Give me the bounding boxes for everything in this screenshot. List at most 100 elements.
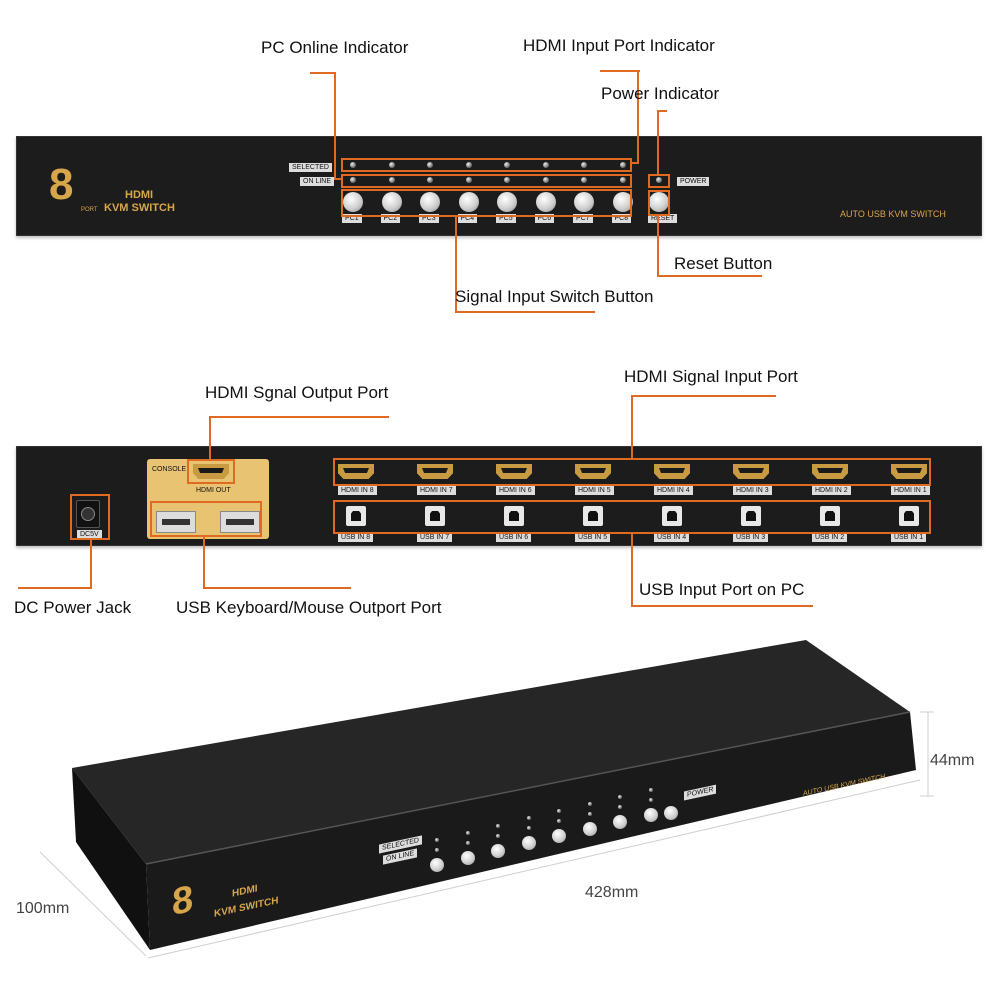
online-led [619, 177, 626, 183]
hdmi-input-port [654, 464, 690, 479]
front3d-led [496, 823, 500, 828]
pc-switch-button[interactable] [420, 192, 440, 212]
pc-button-label: PC8 [611, 214, 632, 223]
label-pc-online: PC Online Indicator [261, 38, 409, 57]
usb-kbm-box [150, 501, 262, 537]
label-hdmi-input-indicator: HDMI Input Port Indicator [523, 36, 715, 55]
label-hdmi-output: HDMI Sgnal Output Port [205, 383, 389, 402]
online-led [504, 177, 510, 183]
pc-switch-button[interactable] [612, 192, 633, 212]
power-line-h [657, 110, 667, 112]
power-label: POWER [677, 177, 710, 186]
online-led [581, 177, 587, 183]
hdmi-input-label: HDMI IN 5 [575, 486, 614, 495]
front3d-pc-button [491, 843, 505, 858]
online-led [388, 177, 395, 183]
online-led [542, 177, 549, 183]
front3d-led [465, 830, 470, 835]
hdmi-input-port [338, 464, 374, 479]
pc-button-label: PC6 [534, 214, 555, 223]
usb-input-label: USB IN 5 [575, 533, 611, 542]
hdmi-input-label: HDMI IN 2 [812, 486, 851, 495]
usb-input-label: USB IN 6 [496, 533, 532, 542]
logo-kvm: KVM SWITCH [104, 202, 175, 214]
front3d-led [648, 797, 653, 802]
pc-switch-button[interactable] [535, 192, 556, 212]
front3d-led [526, 816, 531, 821]
usb-in-box [333, 500, 931, 534]
hdmi-input-label: HDMI IN 7 [417, 486, 456, 495]
dc-line-v [90, 540, 92, 588]
dc-jack [76, 500, 100, 528]
logo-hdmi: HDMI [125, 189, 154, 201]
usb-input-label: USB IN 8 [338, 533, 374, 542]
usb-input-label: USB IN 2 [812, 533, 848, 542]
hdmi-input-port [417, 464, 453, 479]
front3d-led [496, 833, 500, 838]
front3d-pc-button [552, 829, 566, 844]
pc-switch-button[interactable] [458, 192, 479, 212]
reset-line-h [657, 275, 762, 277]
hdmi-input-port [733, 464, 769, 479]
front3d-pc-button [430, 858, 444, 872]
label-usb-pc: USB Input Port on PC [639, 580, 805, 599]
label-power-indicator: Power Indicator [601, 84, 720, 103]
front3d-logo-number: 8 [172, 877, 194, 925]
hdmi-out-label: HDMI OUT [196, 487, 231, 494]
hdmi-indicator-line-h2 [630, 162, 639, 164]
power-led-box [648, 174, 670, 188]
label-reset-button: Reset Button [674, 254, 773, 273]
label-dc-jack: DC Power Jack [14, 598, 132, 617]
hdmi-in-box [333, 458, 931, 486]
selected-led [542, 162, 549, 168]
hdmi-input-port [812, 464, 848, 479]
selected-led-box [341, 158, 632, 172]
selected-led [581, 162, 587, 168]
online-led [350, 177, 356, 183]
dc-label: DC5V [77, 530, 102, 539]
selected-led [388, 162, 395, 168]
front3d-logo: 8 [172, 878, 193, 925]
reset-label: RESET [648, 214, 678, 223]
chassis-front [146, 712, 916, 950]
chassis-top [72, 640, 910, 864]
label-signal-switch: Signal Input Switch Button [455, 287, 654, 306]
dc-jack-box [70, 494, 110, 540]
reset-line-v [657, 216, 659, 276]
usb-input-port [662, 506, 682, 526]
reset-button[interactable] [649, 192, 669, 212]
dc-line-h [18, 587, 92, 589]
front3d-led [587, 812, 592, 816]
front3d-reset-button [664, 806, 678, 820]
front3d-pc-button [521, 836, 536, 851]
front3d-led [557, 809, 561, 814]
switch-line-h [455, 311, 595, 313]
hdmi-indicator-line-v [637, 70, 639, 164]
hdmi-out-line-v [209, 416, 211, 460]
online-led [465, 177, 472, 183]
selected-led [350, 162, 356, 168]
brand-right: AUTO USB KVM SWITCH [840, 209, 946, 219]
switch-line-v [455, 216, 457, 312]
selected-label: SELECTED [289, 163, 332, 172]
pc-button-label: PC7 [573, 214, 593, 223]
usb-input-label: USB IN 1 [891, 533, 927, 542]
pc-switch-button[interactable] [574, 192, 594, 212]
usb-input-port [583, 506, 603, 526]
front3d-led [587, 802, 592, 806]
hdmi-in-line-v [631, 395, 633, 459]
product-3d-view [39, 640, 934, 959]
selected-led [465, 162, 472, 168]
pc-switch-button[interactable] [381, 192, 402, 212]
label-hdmi-input: HDMI Signal Input Port [624, 367, 798, 386]
usb-input-port [741, 506, 761, 526]
pc-switch-button[interactable] [497, 192, 517, 212]
usb-input-label: USB IN 7 [417, 533, 453, 542]
front3d-pc-button [613, 814, 627, 829]
online-label: ON LINE [300, 177, 335, 186]
dimension-width: 428mm [585, 884, 639, 901]
chassis-side [72, 768, 150, 950]
dimension-depth: 100mm [16, 900, 70, 917]
usb-input-port [899, 506, 919, 526]
pc-switch-button[interactable] [343, 192, 363, 212]
